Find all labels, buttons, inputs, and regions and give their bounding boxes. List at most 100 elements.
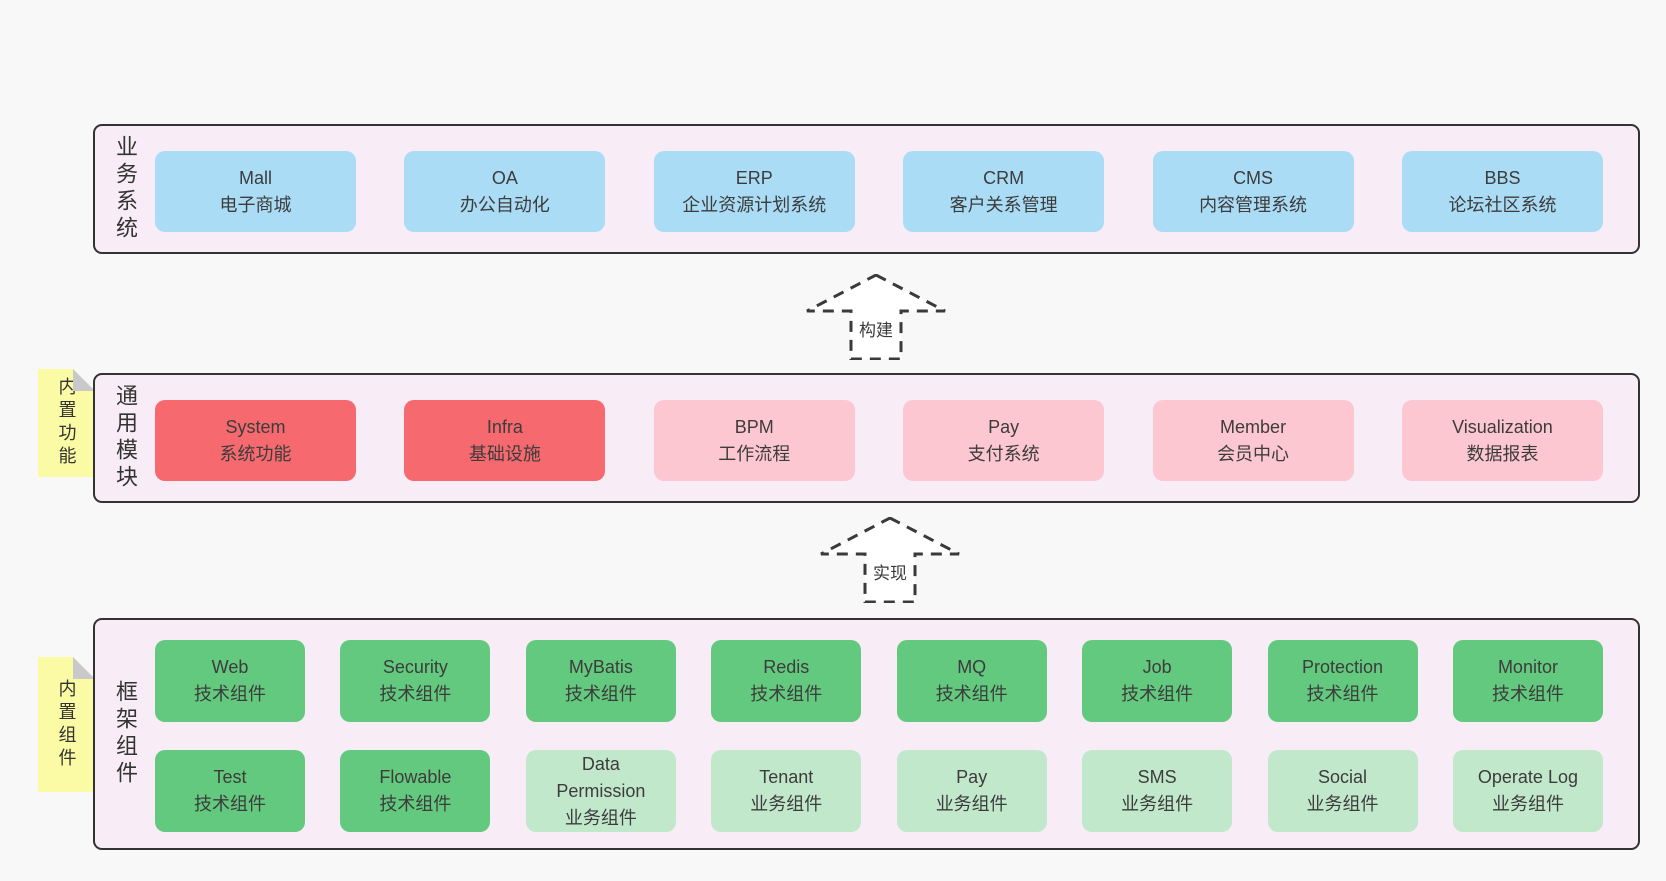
box-subtitle: 技术组件 bbox=[1491, 684, 1564, 704]
module-box-pay: Pay 支付系统 bbox=[903, 400, 1105, 481]
box-subtitle: 企业资源计划系统 bbox=[682, 194, 827, 215]
box-title: Member bbox=[1220, 416, 1287, 437]
component-box-sms: SMS 业务组件 bbox=[1082, 750, 1233, 832]
component-box-web: Web 技术组件 bbox=[155, 640, 305, 722]
component-box-mq: MQ 技术组件 bbox=[896, 640, 1047, 722]
box-title: Pay bbox=[956, 767, 988, 787]
component-box-job: Job 技术组件 bbox=[1082, 640, 1233, 722]
module-box-infra: Infra 基础设施 bbox=[404, 400, 606, 481]
business-box-oa: OA 办公自动化 bbox=[404, 151, 606, 232]
box-title: Data Permission bbox=[556, 753, 646, 801]
box-subtitle: 数据报表 bbox=[1466, 443, 1539, 464]
folded-corner-icon bbox=[73, 369, 95, 391]
box-subtitle: 基础设施 bbox=[468, 443, 541, 464]
business-box-crm: CRM 客户关系管理 bbox=[903, 151, 1105, 232]
box-title: Social bbox=[1318, 767, 1368, 787]
up-arrow-build: 构建 bbox=[806, 274, 946, 360]
component-box-tenant: Tenant 业务组件 bbox=[711, 750, 862, 832]
module-box-member: Member 会员中心 bbox=[1152, 400, 1354, 481]
module-box-visualization: Visualization 数据报表 bbox=[1401, 400, 1603, 481]
panel-side-label: 业务系统 bbox=[113, 135, 138, 243]
box-subtitle: 业务组件 bbox=[1306, 794, 1379, 814]
box-subtitle: 办公自动化 bbox=[459, 194, 550, 215]
box-title: Pay bbox=[988, 416, 1020, 437]
module-box-bpm: BPM 工作流程 bbox=[653, 400, 855, 481]
box-title: Redis bbox=[763, 657, 810, 677]
box-subtitle: 技术组件 bbox=[750, 684, 823, 704]
box-subtitle: 工作流程 bbox=[718, 443, 791, 464]
panel-common-modules: 通用模块 System 系统功能 Infra 基础设施 BPM 工作流程 Pay… bbox=[93, 373, 1640, 503]
box-subtitle: 支付系统 bbox=[967, 443, 1040, 464]
box-subtitle: 会员中心 bbox=[1217, 443, 1290, 464]
box-subtitle: 技术组件 bbox=[194, 794, 266, 814]
business-box-mall: Mall 电子商城 bbox=[155, 151, 356, 232]
box-subtitle: 技术组件 bbox=[1306, 684, 1379, 704]
box-subtitle: 技术组件 bbox=[379, 684, 452, 704]
box-subtitle: 系统功能 bbox=[219, 443, 292, 464]
box-title: Flowable bbox=[379, 767, 452, 787]
sticky-note-label: 内置功能 bbox=[56, 377, 77, 469]
box-title: Visualization bbox=[1452, 416, 1553, 437]
business-box-bbs: BBS 论坛社区系统 bbox=[1401, 151, 1603, 232]
panel-side-label: 框架组件 bbox=[113, 680, 138, 788]
up-arrow-implement: 实现 bbox=[820, 517, 960, 603]
box-title: BPM bbox=[734, 416, 774, 437]
box-title: ERP bbox=[735, 167, 773, 188]
component-box-test: Test 技术组件 bbox=[155, 750, 305, 832]
box-subtitle: 电子商城 bbox=[219, 194, 292, 215]
component-box-security: Security 技术组件 bbox=[340, 640, 491, 722]
box-subtitle: 技术组件 bbox=[564, 684, 637, 704]
box-title: Test bbox=[213, 767, 247, 787]
components-box-row-2: Test 技术组件 Flowable 技术组件 Data Permission … bbox=[155, 750, 1603, 832]
box-title: CRM bbox=[983, 167, 1025, 188]
box-subtitle: 业务组件 bbox=[1121, 794, 1194, 814]
component-box-operate-log: Operate Log 业务组件 bbox=[1452, 750, 1603, 832]
box-title: MQ bbox=[957, 657, 987, 677]
component-box-mybatis: MyBatis 技术组件 bbox=[525, 640, 676, 722]
components-box-row-1: Web 技术组件 Security 技术组件 MyBatis 技术组件 Redi… bbox=[155, 640, 1603, 722]
panel-framework-components: 框架组件 Web 技术组件 Security 技术组件 MyBatis 技术组件… bbox=[93, 618, 1640, 850]
folded-corner-icon bbox=[73, 657, 95, 679]
box-title: SMS bbox=[1137, 767, 1177, 787]
box-title: Security bbox=[382, 657, 448, 677]
box-subtitle: 业务组件 bbox=[750, 794, 823, 814]
arrow-label-build: 构建 bbox=[856, 316, 896, 341]
box-subtitle: 业务组件 bbox=[1491, 794, 1564, 814]
component-box-data-permission: Data Permission 业务组件 bbox=[525, 750, 676, 832]
sticky-note-label: 内置组件 bbox=[56, 678, 77, 771]
box-title: BBS bbox=[1484, 167, 1521, 188]
box-subtitle: 业务组件 bbox=[564, 807, 637, 828]
panel-business-systems: 业务系统 Mall 电子商城 OA 办公自动化 ERP 企业资源计划系统 CRM… bbox=[93, 124, 1640, 254]
component-box-monitor: Monitor 技术组件 bbox=[1452, 640, 1603, 722]
box-subtitle: 技术组件 bbox=[194, 684, 266, 704]
box-subtitle: 技术组件 bbox=[935, 684, 1008, 704]
component-box-redis: Redis 技术组件 bbox=[711, 640, 862, 722]
box-subtitle: 技术组件 bbox=[1121, 684, 1194, 704]
box-subtitle: 技术组件 bbox=[379, 794, 452, 814]
sticky-note-built-in-components: 内置组件 bbox=[38, 657, 95, 792]
business-box-row: Mall 电子商城 OA 办公自动化 ERP 企业资源计划系统 CRM 客户关系… bbox=[155, 151, 1603, 232]
arrow-label-implement: 实现 bbox=[870, 559, 910, 584]
panel-side-label: 通用模块 bbox=[113, 384, 138, 492]
box-title: Operate Log bbox=[1477, 767, 1578, 787]
modules-box-row: System 系统功能 Infra 基础设施 BPM 工作流程 Pay 支付系统… bbox=[155, 400, 1603, 481]
box-subtitle: 内容管理系统 bbox=[1199, 194, 1308, 215]
box-title: Tenant bbox=[759, 767, 814, 787]
component-box-protection: Protection 技术组件 bbox=[1267, 640, 1418, 722]
box-title: Monitor bbox=[1497, 657, 1558, 677]
business-box-erp: ERP 企业资源计划系统 bbox=[653, 151, 855, 232]
box-title: OA bbox=[491, 167, 518, 188]
component-box-pay: Pay 业务组件 bbox=[896, 750, 1047, 832]
box-title: Mall bbox=[238, 167, 272, 188]
module-box-system: System 系统功能 bbox=[155, 400, 356, 481]
box-subtitle: 客户关系管理 bbox=[949, 194, 1058, 215]
box-title: CMS bbox=[1233, 167, 1274, 188]
box-title: System bbox=[225, 416, 286, 437]
business-box-cms: CMS 内容管理系统 bbox=[1152, 151, 1354, 232]
box-subtitle: 业务组件 bbox=[935, 794, 1008, 814]
box-subtitle: 论坛社区系统 bbox=[1448, 194, 1557, 215]
box-title: Protection bbox=[1302, 657, 1384, 677]
box-title: Web bbox=[211, 657, 249, 677]
component-box-flowable: Flowable 技术组件 bbox=[340, 750, 491, 832]
